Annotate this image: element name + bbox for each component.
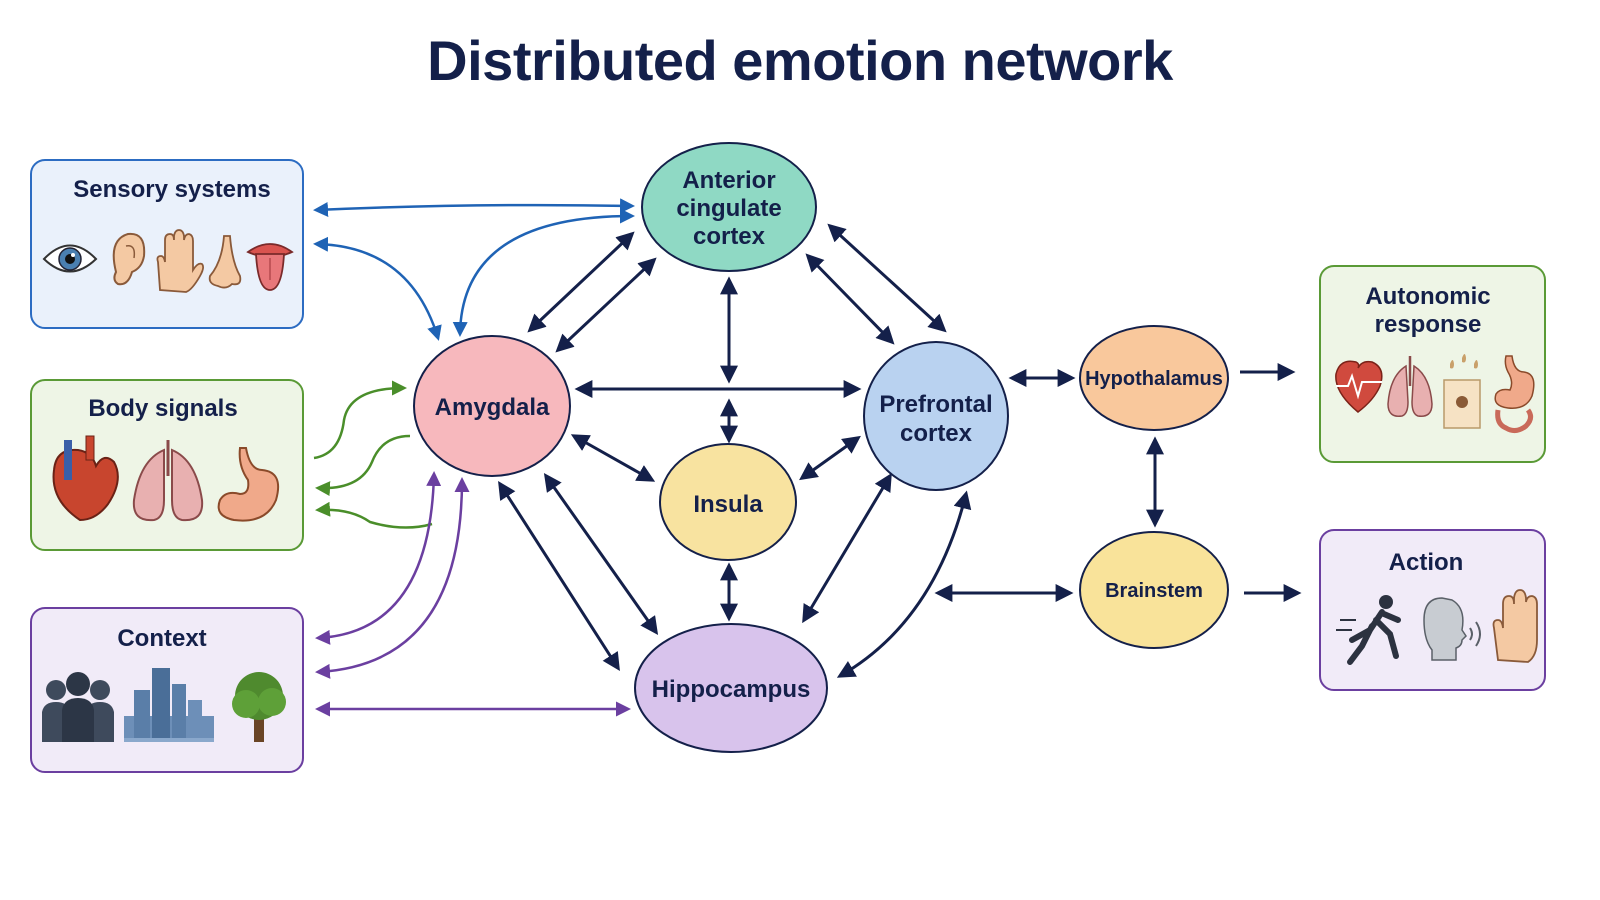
context-connections	[315, 471, 631, 717]
tongue-icon	[246, 243, 294, 291]
prefrontal-label-line-2: cortex	[900, 420, 973, 447]
sensory-systems-title: Sensory systems	[73, 176, 270, 203]
context-title: Context	[117, 625, 206, 652]
skin-icon	[1443, 354, 1481, 429]
diagram-title: Distributed emotion network	[427, 29, 1173, 92]
action-title: Action	[1389, 549, 1464, 576]
lungs-icon	[1387, 356, 1433, 417]
hypothalamus-label: Hypothalamus	[1085, 368, 1223, 390]
node-prefrontal-cortex[interactable]: Prefrontal cortex	[863, 341, 1009, 491]
tree-icon	[232, 672, 286, 742]
insula-label: Insula	[693, 491, 763, 518]
heartbeat-icon	[1335, 360, 1383, 413]
city-icon	[124, 668, 214, 742]
node-hypothalamus[interactable]: Hypothalamus	[1079, 325, 1229, 431]
network-connections	[498, 223, 1302, 678]
acc-label-line-1: Anterior	[682, 167, 775, 194]
sensory-systems-box: Sensory systems	[30, 159, 304, 329]
context-box: Context	[30, 607, 304, 773]
people-icon	[42, 672, 114, 742]
hippocampus-label: Hippocampus	[652, 676, 811, 703]
stomach-icon	[217, 447, 280, 522]
acc-label-line-3: cortex	[693, 223, 766, 250]
autonomic-title-line-1: Autonomic	[1365, 283, 1490, 310]
speaking-icon	[1423, 597, 1481, 661]
action-box: Action	[1319, 529, 1546, 691]
node-hippocampus[interactable]: Hippocampus	[634, 623, 828, 753]
brainstem-label: Brainstem	[1105, 580, 1203, 602]
acc-label-line-2: cingulate	[676, 195, 781, 222]
ear-icon	[112, 232, 146, 286]
running-icon	[1336, 595, 1401, 665]
amygdala-label: Amygdala	[435, 394, 550, 421]
hand-icon	[1492, 589, 1538, 663]
stomach-icon	[1494, 355, 1535, 434]
body-signals-box: Body signals	[30, 379, 304, 551]
node-insula[interactable]: Insula	[659, 443, 797, 561]
heart-icon	[52, 435, 119, 522]
node-anterior-cingulate-cortex[interactable]: Anterior cingulate cortex	[641, 142, 817, 272]
sensory-connections	[313, 198, 635, 341]
prefrontal-label-line-1: Prefrontal	[879, 391, 992, 418]
hand-icon	[156, 229, 205, 293]
node-amygdala[interactable]: Amygdala	[413, 335, 571, 477]
autonomic-title-line-2: response	[1375, 311, 1482, 338]
nose-icon	[208, 235, 242, 289]
body-signals-title: Body signals	[88, 395, 237, 422]
node-brainstem[interactable]: Brainstem	[1079, 531, 1229, 649]
lungs-icon	[132, 440, 204, 522]
eye-icon	[42, 244, 98, 273]
autonomic-response-box: Autonomic response	[1319, 265, 1546, 463]
